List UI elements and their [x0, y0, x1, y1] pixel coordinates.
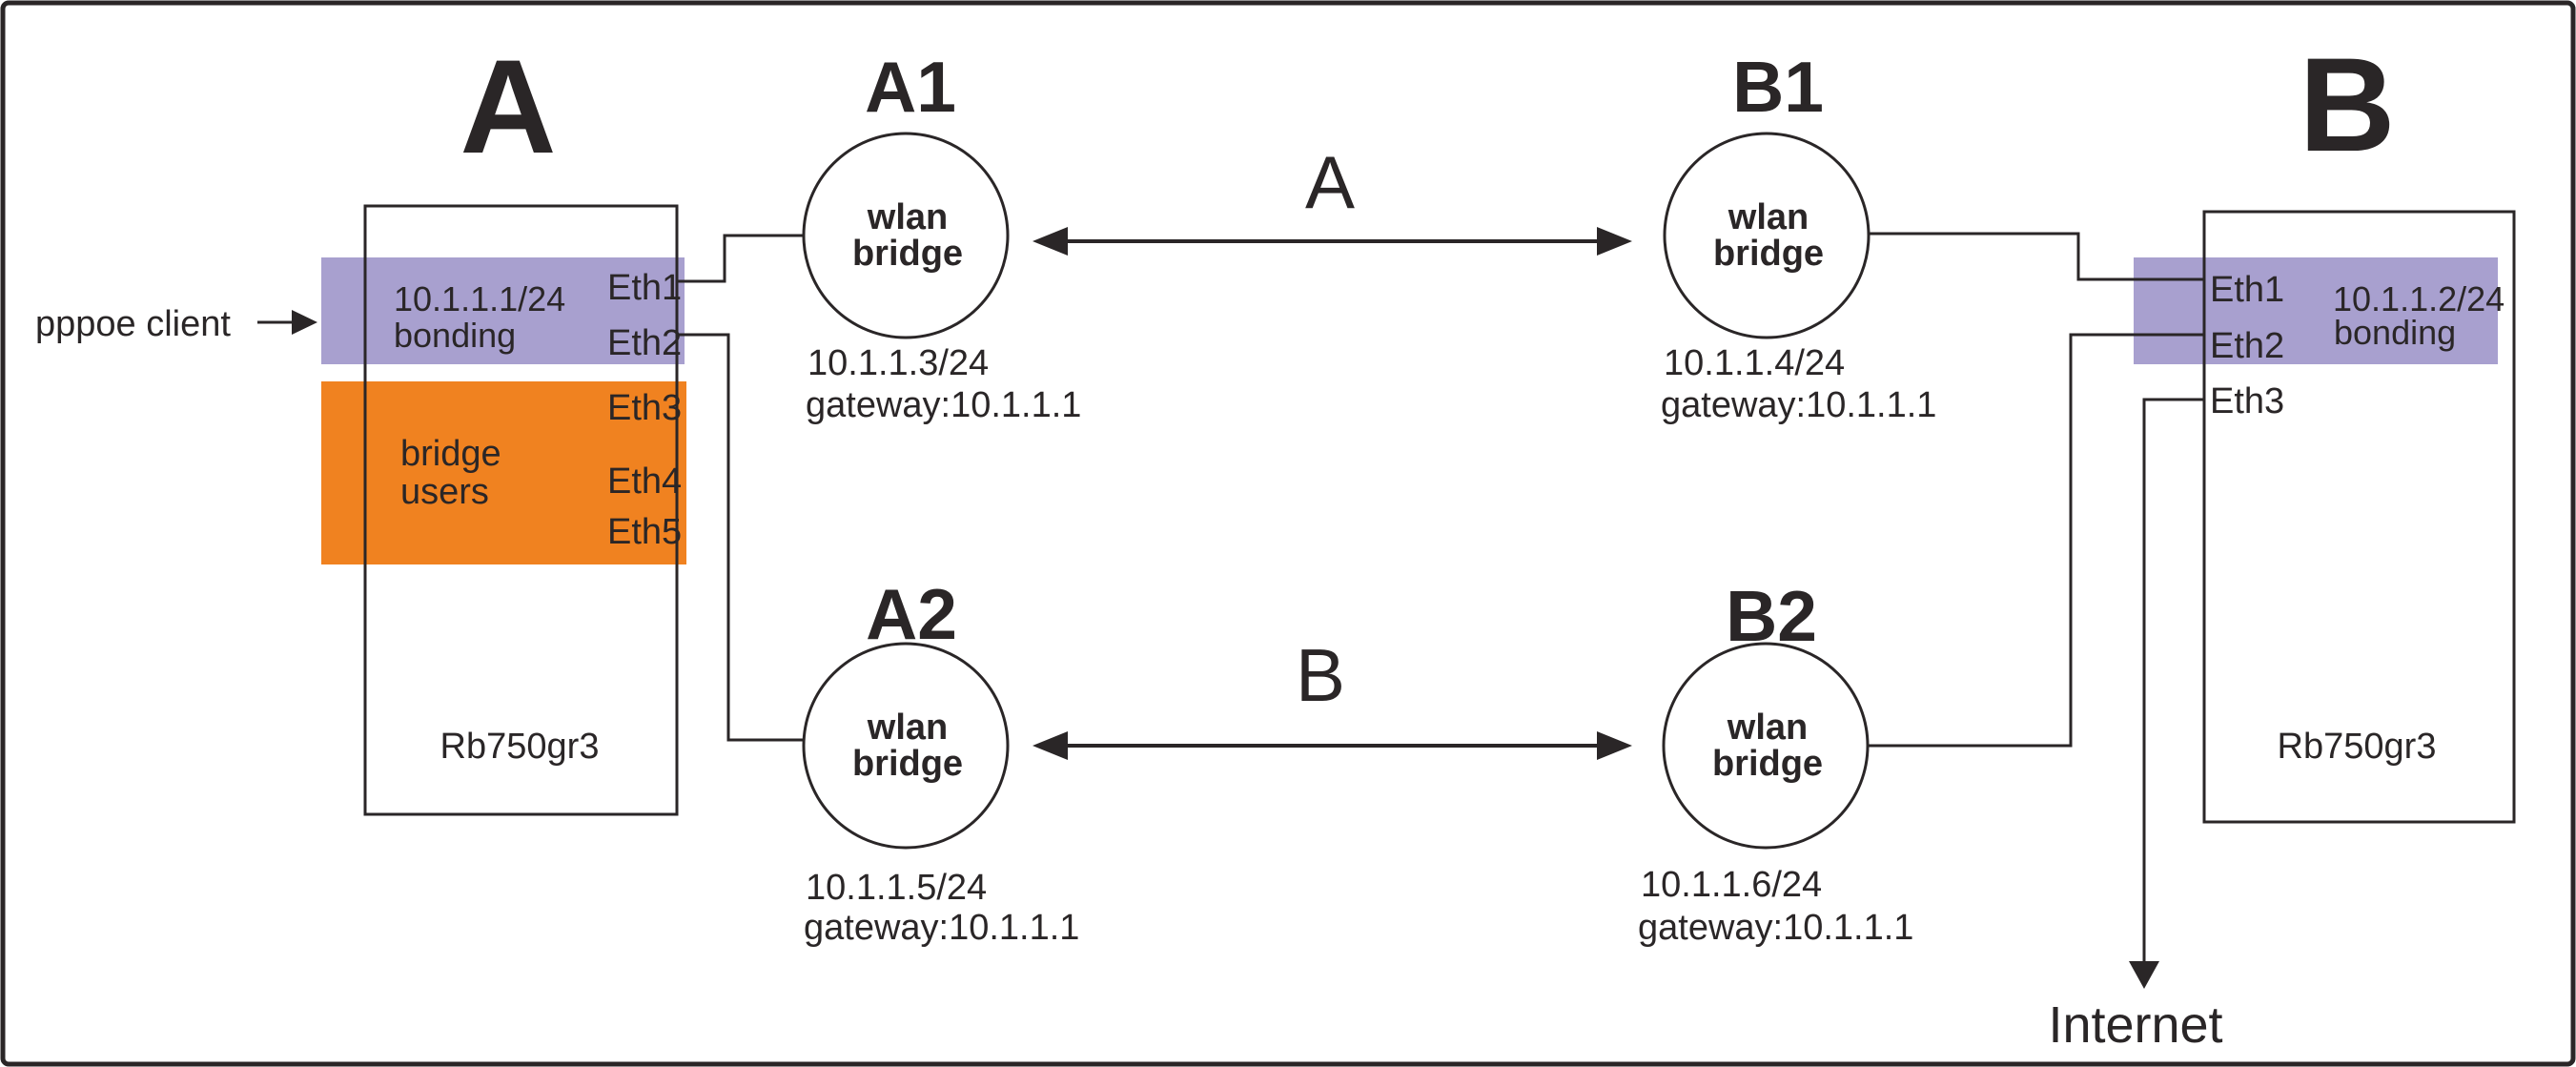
wlan-node-a2-ip: 10.1.1.5/24 [806, 868, 987, 908]
router-a-port-eth3-label: Eth3 [607, 388, 682, 428]
router-a-port-eth2-label: Eth2 [607, 323, 682, 363]
wlan-node-b2-title: B2 [1726, 576, 1817, 656]
wire-eth2-to-a2 [677, 333, 804, 742]
wire-b1-to-eth1 [1869, 232, 2204, 281]
wlan-node-b1-role-line1: wlan [1728, 197, 1809, 237]
router-b-port-eth1-label: Eth1 [2210, 270, 2284, 310]
wire-eth3-to-internet [2142, 398, 2204, 961]
pppoe-client-label: pppoe client [35, 304, 231, 344]
router-a-bonding-label: bonding [394, 316, 516, 355]
wlan-node-b1-role-line2: bridge [1713, 234, 1824, 274]
wlan-node-b2-role-line1: wlan [1727, 708, 1808, 748]
wlan-node-a2-title: A2 [866, 574, 957, 654]
router-a-bonding-band [321, 257, 685, 364]
wlan-node-a1-circle [802, 132, 1010, 339]
wlan-node-a1-title: A1 [865, 47, 956, 127]
router-b-model-label: Rb750gr3 [2278, 727, 2437, 767]
link-a-right-arrow-head-icon [1597, 227, 1632, 256]
router-b-box [2202, 210, 2516, 824]
link-a-left-arrow-head-icon [1032, 227, 1068, 256]
wire-b2-to-eth2 [1868, 333, 2204, 748]
wlan-node-a2-role-line2: bridge [852, 744, 963, 784]
wlan-node-a2-circle [802, 642, 1010, 850]
wlan-node-a2-role-line1: wlan [867, 708, 948, 748]
internet-arrow-head-icon [2129, 961, 2159, 989]
router-a-model-label: Rb750gr3 [440, 727, 600, 767]
wlan-node-b2-gateway: gateway:10.1.1.1 [1638, 908, 1913, 948]
router-a-bridge-label-line2: users [400, 472, 489, 512]
wlan-node-a1-role-line2: bridge [852, 234, 963, 274]
link-b-left-arrow-head-icon [1032, 731, 1068, 760]
internet-label: Internet [2048, 996, 2222, 1054]
wlan-node-a2-gateway: gateway:10.1.1.1 [804, 908, 1079, 948]
router-a-bonding-ip: 10.1.1.1/24 [394, 279, 565, 318]
router-a-port-eth5-label: Eth5 [607, 512, 682, 552]
router-a-title: A [460, 31, 556, 181]
router-b-bonding-ip: 10.1.1.2/24 [2333, 279, 2504, 318]
wlan-node-a1-gateway: gateway:10.1.1.1 [806, 385, 1081, 425]
wlan-node-b1-title: B1 [1732, 47, 1824, 127]
router-b-bonding-label: bonding [2334, 313, 2456, 352]
router-a-bridge-label-line1: bridge [400, 434, 501, 474]
link-b-label: B [1296, 633, 1345, 717]
wlan-node-b1-ip: 10.1.1.4/24 [1664, 343, 1845, 383]
wlan-node-b2-circle [1662, 642, 1870, 850]
link-a-label: A [1305, 140, 1355, 224]
router-b-port-eth2-label: Eth2 [2210, 326, 2284, 366]
pppoe-arrow-head-icon [292, 310, 317, 335]
wire-eth1-to-a1 [677, 234, 804, 283]
wlan-node-a1-ip: 10.1.1.3/24 [808, 343, 989, 383]
router-a-port-eth1-label: Eth1 [607, 268, 682, 308]
wlan-node-b2-role-line2: bridge [1712, 744, 1823, 784]
router-b-bonding-band [2134, 257, 2498, 364]
router-a-bridge-band [321, 381, 686, 564]
link-b-right-arrow-head-icon [1597, 731, 1632, 760]
wlan-node-b2-ip: 10.1.1.6/24 [1641, 865, 1822, 905]
router-b-title: B [2299, 30, 2395, 179]
router-b-port-eth3-label: Eth3 [2210, 381, 2284, 421]
wlan-node-b1-circle [1663, 132, 1871, 339]
wlan-node-b1-gateway: gateway:10.1.1.1 [1661, 385, 1936, 425]
router-a-box [363, 204, 679, 816]
router-a-port-eth4-label: Eth4 [607, 462, 682, 502]
wlan-node-a1-role-line1: wlan [867, 197, 948, 237]
